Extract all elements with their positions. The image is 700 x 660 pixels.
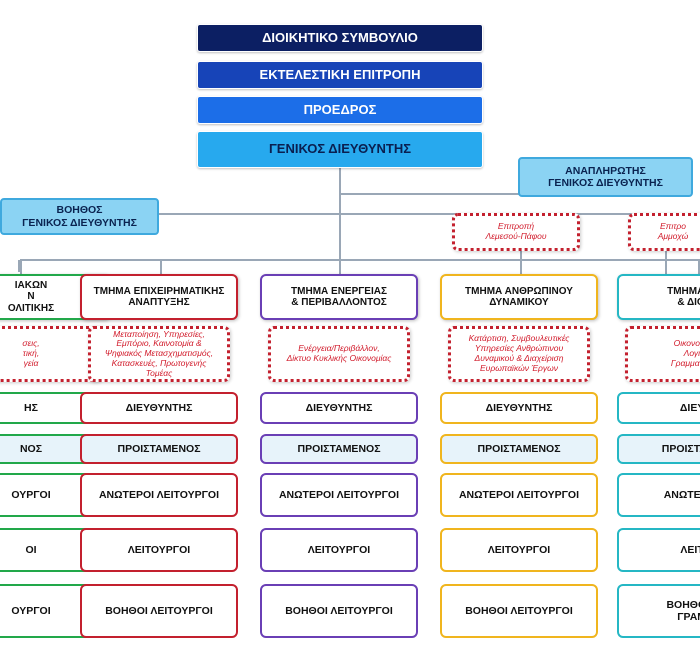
department-5-level-3-label: ΑΝΩΤΕΡΟΙ Λ: [663, 488, 700, 501]
department-2-level-3-label: ΑΝΩΤΕΡΟΙ ΛΕΙΤΟΥΡΓΟΙ: [98, 488, 220, 501]
department-3-title-label: ΤΜΗΜΑ ΕΝΕΡΓΕΙΑΣ & ΠΕΡΙΒΑΛΛΟΝΤΟΣ: [291, 285, 387, 309]
department-5-level-2: ΠΡΟΙΣΤΑΜΕΝ: [617, 434, 700, 464]
top-level-2-label: ΕΚΤΕΛΕΣΤΙΚΗ ΕΠΙΤΡΟΠΗ: [259, 66, 421, 82]
department-3-level-2: ΠΡΟΙΣΤΑΜΕΝΟΣ: [260, 434, 418, 464]
department-4-level-3-label: ΑΝΩΤΕΡΟΙ ΛΕΙΤΟΥΡΓΟΙ: [458, 488, 580, 501]
connector-committee-2: [665, 248, 667, 274]
assistant-general-manager-label: ΒΟΗΘΟΣ ΓΕΝΙΚΟΣ ΔΙΕΥΘΥΝΤΗΣ: [22, 204, 137, 229]
department-2-title: ΤΜΗΜΑ ΕΠΙΧΕΙΡΗΜΑΤΙΚΗΣ ΑΝΑΠΤΥΞΗΣ: [80, 274, 238, 320]
department-2-title-label: ΤΜΗΜΑ ΕΠΙΧΕΙΡΗΜΑΤΙΚΗΣ ΑΝΑΠΤΥΞΗΣ: [93, 285, 225, 309]
department-4-level-2-label: ΠΡΟΙΣΤΑΜΕΝΟΣ: [477, 442, 561, 455]
department-2-level-2-label: ΠΡΟΙΣΤΑΜΕΝΟΣ: [117, 442, 201, 455]
department-4-scope-label: Κατάρτιση, Συμβουλευτικές Υπηρεσίες Ανθρ…: [468, 333, 570, 373]
committee-ammochostos: Επιτρο Αμμοχώ: [628, 213, 700, 251]
department-5-level-5: ΒΟΗΘΟΙ ΛΕ ΓΡΑΜΜ: [617, 584, 700, 638]
department-2-level-4: ΛΕΙΤΟΥΡΓΟΙ: [80, 528, 238, 572]
department-5-scope: Οικονομικές Λογιστ Γραμματειακέ: [625, 326, 700, 382]
top-level-1-label: ΔΙΟΙΚΗΤΙΚΟ ΣΥΜΒΟΥΛΙΟ: [262, 29, 418, 45]
department-1-title-label: ΙΑΚΩΝ Ν ΟΛΙΤΙΚΗΣ: [7, 279, 55, 314]
department-4-scope: Κατάρτιση, Συμβουλευτικές Υπηρεσίες Ανθρ…: [448, 326, 590, 382]
department-4-level-1: ΔΙΕΥΘΥΝΤΗΣ: [440, 392, 598, 424]
department-3-scope: Ενέργεια/Περιβάλλον, Δίκτυο Κυκλικής Οικ…: [268, 326, 410, 382]
department-3-level-4-label: ΛΕΙΤΟΥΡΓΟΙ: [307, 543, 371, 556]
department-2-level-1-label: ΔΙΕΥΘΥΝΤΗΣ: [125, 401, 193, 414]
department-5-title: ΤΜΗΜΑ ΟΙΚ & ΔΙΟΙΚ: [617, 274, 700, 320]
department-5-level-4: ΛΕΙΤΟ: [617, 528, 700, 572]
top-level-4-label: ΓΕΝΙΚΟΣ ΔΙΕΥΘΥΝΤΗΣ: [268, 141, 412, 157]
department-5-level-4-label: ΛΕΙΤΟ: [680, 543, 700, 556]
committee-ammochostos-label: Επιτρο Αμμοχώ: [657, 221, 689, 241]
committee-limassol-paphos: Επιτροπή Λεμεσού-Πάφου: [452, 213, 580, 251]
department-1-level-3-label: ΟΥΡΓΟΙ: [11, 488, 51, 501]
assistant-general-manager: ΒΟΗΘΟΣ ΓΕΝΙΚΟΣ ΔΙΕΥΘΥΝΤΗΣ: [0, 198, 159, 235]
connector-horizontal-upper: [339, 193, 603, 195]
deputy-general-manager: ΑΝΑΠΛΗΡΩΤΗΣ ΓΕΝΙΚΟΣ ΔΙΕΥΘΥΝΤΗΣ: [518, 157, 693, 197]
department-2-level-5: ΒΟΗΘΟΙ ΛΕΙΤΟΥΡΓΟΙ: [80, 584, 238, 638]
department-5-level-2-label: ΠΡΟΙΣΤΑΜΕΝ: [661, 442, 700, 455]
deputy-general-manager-label: ΑΝΑΠΛΗΡΩΤΗΣ ΓΕΝΙΚΟΣ ΔΙΕΥΘΥΝΤΗΣ: [548, 164, 663, 189]
connector-trunk: [339, 166, 341, 274]
department-2-level-4-label: ΛΕΙΤΟΥΡΓΟΙ: [127, 543, 191, 556]
department-5-level-1-label: ΔΙΕΥΘ: [679, 401, 700, 414]
department-1-scope-label: σεις, τική, γεία: [22, 338, 40, 368]
department-3-level-2-label: ΠΡΟΙΣΤΑΜΕΝΟΣ: [297, 442, 381, 455]
department-4-level-5: ΒΟΗΘΟΙ ΛΕΙΤΟΥΡΓΟΙ: [440, 584, 598, 638]
department-4-level-4-label: ΛΕΙΤΟΥΡΓΟΙ: [487, 543, 551, 556]
department-3-level-5-label: ΒΟΗΘΟΙ ΛΕΙΤΟΥΡΓΟΙ: [285, 604, 393, 617]
committee-limassol-paphos-label: Επιτροπή Λεμεσού-Πάφου: [485, 221, 547, 241]
connector-dept-drop-0: [20, 259, 22, 274]
department-1-level-5-label: ΟΥΡΓΟΙ: [11, 604, 51, 617]
department-3-scope-label: Ενέργεια/Περιβάλλον, Δίκτυο Κυκλικής Οικ…: [286, 343, 392, 363]
department-3-level-3: ΑΝΩΤΕΡΟΙ ΛΕΙΤΟΥΡΓΟΙ: [260, 473, 418, 517]
department-5-level-1: ΔΙΕΥΘ: [617, 392, 700, 424]
department-5-level-3: ΑΝΩΤΕΡΟΙ Λ: [617, 473, 700, 517]
department-3-level-3-label: ΑΝΩΤΕΡΟΙ ΛΕΙΤΟΥΡΓΟΙ: [278, 488, 400, 501]
department-2-scope-label: Μεταποίηση, Υπηρεσίες, Εμπόριο, Καινοτομ…: [104, 328, 214, 378]
connector-dept-bus: [20, 259, 700, 261]
department-4-level-4: ΛΕΙΤΟΥΡΓΟΙ: [440, 528, 598, 572]
department-5-title-label: ΤΜΗΜΑ ΟΙΚ & ΔΙΟΙΚ: [667, 285, 700, 309]
department-3-title: ΤΜΗΜΑ ΕΝΕΡΓΕΙΑΣ & ΠΕΡΙΒΑΛΛΟΝΤΟΣ: [260, 274, 418, 320]
department-4-level-5-label: ΒΟΗΘΟΙ ΛΕΙΤΟΥΡΓΟΙ: [465, 604, 573, 617]
department-2-level-3: ΑΝΩΤΕΡΟΙ ΛΕΙΤΟΥΡΓΟΙ: [80, 473, 238, 517]
connector-horizontal-mid: [140, 213, 700, 215]
top-level-1: ΔΙΟΙΚΗΤΙΚΟ ΣΥΜΒΟΥΛΙΟ: [197, 24, 483, 52]
department-2-scope: Μεταποίηση, Υπηρεσίες, Εμπόριο, Καινοτομ…: [88, 326, 230, 382]
top-level-3-label: ΠΡΟΕΔΡΟΣ: [303, 101, 377, 117]
department-4-level-1-label: ΔΙΕΥΘΥΝΤΗΣ: [485, 401, 553, 414]
department-1-level-4-label: ΟΙ: [25, 543, 37, 556]
department-2-level-1: ΔΙΕΥΘΥΝΤΗΣ: [80, 392, 238, 424]
connector-dept-drop-edge: [18, 260, 20, 272]
top-level-4: ΓΕΝΙΚΟΣ ΔΙΕΥΘΥΝΤΗΣ: [197, 131, 483, 168]
department-2-level-5-label: ΒΟΗΘΟΙ ΛΕΙΤΟΥΡΓΟΙ: [105, 604, 213, 617]
top-level-3: ΠΡΟΕΔΡΟΣ: [197, 96, 483, 124]
department-3-level-5: ΒΟΗΘΟΙ ΛΕΙΤΟΥΡΓΟΙ: [260, 584, 418, 638]
department-5-level-5-label: ΒΟΗΘΟΙ ΛΕ ΓΡΑΜΜ: [666, 598, 700, 623]
department-5-scope-label: Οικονομικές Λογιστ Γραμματειακέ: [670, 338, 700, 368]
connector-dept-drop-2: [520, 259, 522, 274]
connector-dept-drop-1: [160, 259, 162, 274]
department-4-level-3: ΑΝΩΤΕΡΟΙ ΛΕΙΤΟΥΡΓΟΙ: [440, 473, 598, 517]
department-2-level-2: ΠΡΟΙΣΤΑΜΕΝΟΣ: [80, 434, 238, 464]
department-3-level-1-label: ΔΙΕΥΘΥΝΤΗΣ: [305, 401, 373, 414]
department-4-title: ΤΜΗΜΑ ΑΝΘΡΩΠΙΝΟΥ ΔΥΝΑΜΙΚΟΥ: [440, 274, 598, 320]
department-1-level-1-label: ΗΣ: [24, 401, 38, 414]
department-4-title-label: ΤΜΗΜΑ ΑΝΘΡΩΠΙΝΟΥ ΔΥΝΑΜΙΚΟΥ: [465, 285, 573, 309]
top-level-2: ΕΚΤΕΛΕΣΤΙΚΗ ΕΠΙΤΡΟΠΗ: [197, 61, 483, 89]
department-4-level-2: ΠΡΟΙΣΤΑΜΕΝΟΣ: [440, 434, 598, 464]
connector-dept-drop-right: [698, 259, 700, 274]
department-1-level-2-label: ΝΟΣ: [19, 442, 43, 455]
department-3-level-1: ΔΙΕΥΘΥΝΤΗΣ: [260, 392, 418, 424]
department-1-scope: σεις, τική, γεία: [0, 326, 102, 382]
department-3-level-4: ΛΕΙΤΟΥΡΓΟΙ: [260, 528, 418, 572]
